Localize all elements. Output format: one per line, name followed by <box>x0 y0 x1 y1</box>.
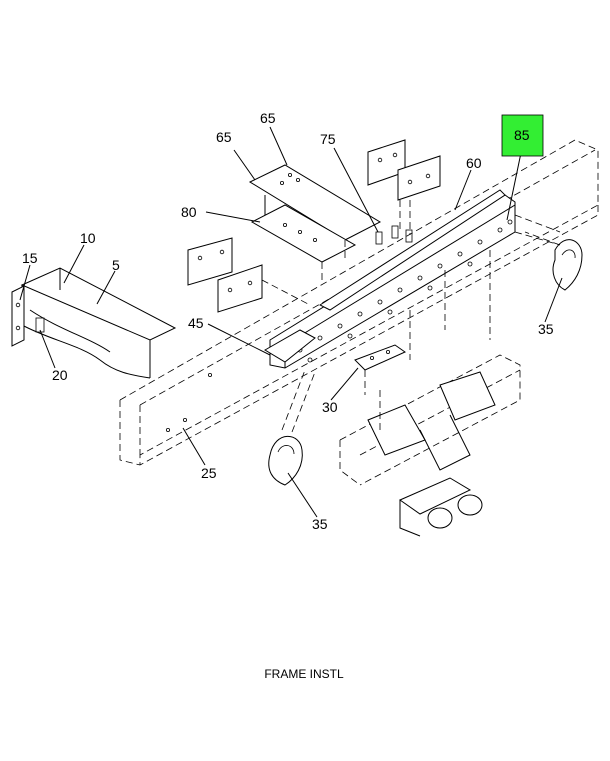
callout-85: 85 <box>514 127 530 143</box>
callout-65-right: 65 <box>260 110 276 126</box>
callout-80: 80 <box>181 204 197 220</box>
diagram-caption: FRAME INSTL <box>264 667 344 681</box>
callout-75: 75 <box>320 131 336 147</box>
callout-10: 10 <box>80 230 96 246</box>
callout-20: 20 <box>52 367 68 383</box>
callout-5: 5 <box>112 257 120 273</box>
left-bracket-assembly <box>187 237 311 313</box>
right-bracket-assembly <box>367 139 441 245</box>
callout-45: 45 <box>188 315 204 331</box>
callout-35-right: 35 <box>538 321 554 337</box>
callout-labels: 5 10 15 20 25 30 35 35 45 60 65 65 75 80… <box>22 110 554 532</box>
callout-60: 60 <box>466 155 482 171</box>
tow-hook-right <box>524 231 583 291</box>
tow-hook-left <box>268 369 316 486</box>
callout-15: 15 <box>22 250 38 266</box>
rail-holes <box>297 219 513 363</box>
rear-crossmember <box>339 250 521 537</box>
upper-plates <box>248 164 382 280</box>
lower-bracket-clip <box>264 329 407 395</box>
callout-25: 25 <box>201 465 217 481</box>
main-frame-rail <box>119 139 599 466</box>
callout-30: 30 <box>322 399 338 415</box>
callout-85-highlight <box>501 114 544 157</box>
front-crossmember <box>11 267 177 379</box>
callout-65-left: 65 <box>216 129 232 145</box>
leader-lines <box>19 126 563 518</box>
callout-35-left: 35 <box>312 516 328 532</box>
